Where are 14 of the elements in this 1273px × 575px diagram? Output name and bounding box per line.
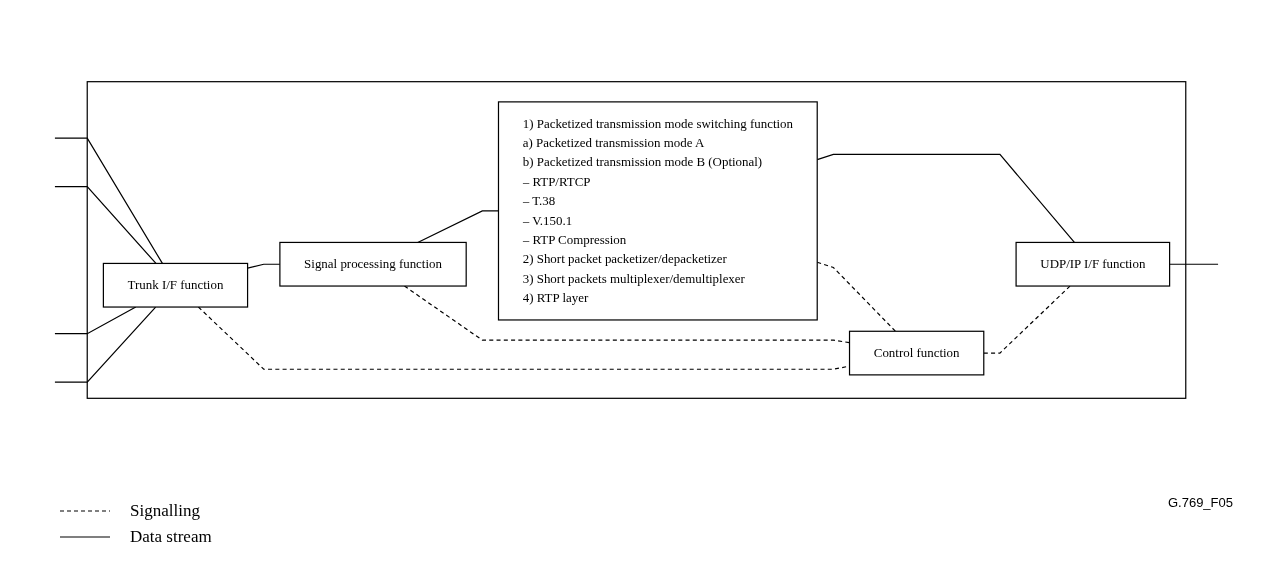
- legend-text: Data stream: [130, 527, 212, 547]
- data-line: [54, 306, 157, 383]
- data-line: [54, 306, 137, 335]
- function-box: Control function: [848, 330, 985, 376]
- data-line: [1169, 263, 1219, 265]
- function-box: UDP/IP I/F function: [1015, 241, 1171, 287]
- signalling-line: [983, 285, 1071, 354]
- legend-text: Signalling: [130, 501, 200, 521]
- data-line: [54, 186, 157, 265]
- function-box: Trunk I/F function: [102, 262, 249, 308]
- data-line: [54, 137, 163, 265]
- function-box: 1) Packetized transmission mode switching function a) Packetized transmission mode A b) Packetized transmission mode B (Optional) – RTP/RTCP – T.38 – V.150.1 – RTP Compression 2) Short packet packetizer/depacketizer 3) Short packets multiplexer/demultiplexer 4) RTP layer: [497, 101, 818, 321]
- function-box: Signal processing function: [279, 241, 467, 287]
- figure-number: G.769_F05: [1167, 495, 1233, 510]
